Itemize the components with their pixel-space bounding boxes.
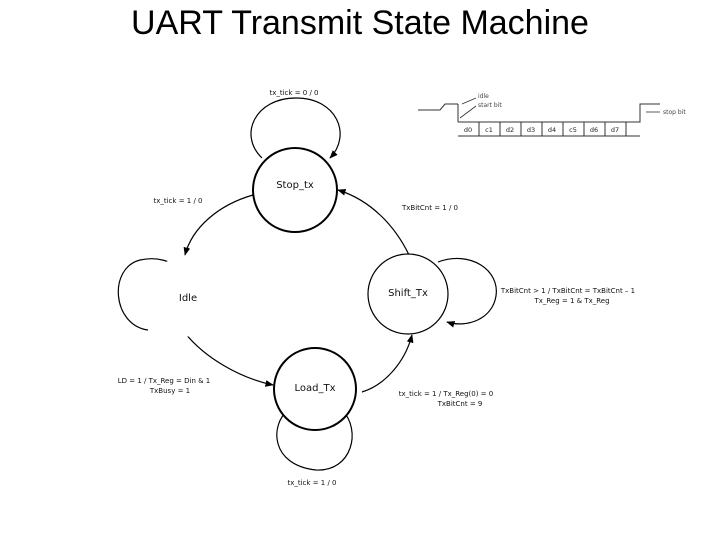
state-load-tx: Load_Tx [273,347,357,431]
label-load-self: tx_tick = 1 / 0 [287,479,336,487]
label-idle-to-load-1: LD = 1 / Tx_Reg = Din & 1 [118,377,211,385]
label-idle-to-load-2: TxBusy = 1 [149,387,190,395]
state-shift-tx: Shift_Tx [367,253,449,335]
uart-waveform: d0 c1 d2 d3 d4 c5 d6 d7 idle start bit s… [418,93,686,137]
waveform-bit-label: d3 [527,126,535,134]
stop-self-loop [250,97,341,159]
stop-to-idle-arrow [183,194,254,256]
label-shift-self-2: Tx_Reg = 1 & Tx_Reg [533,297,609,305]
waveform-frame-top [458,103,660,123]
load-self-loop [276,409,353,471]
state-idle-label: Idle [179,293,197,304]
waveform-idle-arrow [461,97,477,105]
state-shift-tx-circle [367,253,449,335]
waveform-bit-label: d4 [548,126,556,134]
label-stop-self: tx_tick = 0 / 0 [269,89,318,97]
waveform-start-label: start bit [478,102,502,109]
label-shift-to-stop: TxBitCnt = 1 / 0 [401,204,458,212]
diagram-title: UART Transmit State Machine [131,4,589,42]
state-load-tx-circle [273,347,357,431]
label-load-to-shift-2: TxBitCnt = 9 [437,400,483,408]
waveform-bit-label: d0 [464,126,472,134]
waveform-bit-label: d2 [506,126,514,134]
waveform-top-line [418,103,458,111]
waveform-start-arrow [459,105,477,119]
waveform-idle-label: idle [478,93,489,100]
load-to-shift-arrow [361,334,414,393]
shift-to-stop-arrow [337,189,411,258]
waveform-stop-label: stop bit [663,109,686,116]
waveform-bit-label: c1 [485,126,493,134]
idle-to-load-arrow [184,332,274,387]
waveform-bit-label: c5 [569,126,577,134]
state-shift-tx-label: Shift_Tx [388,288,428,299]
label-stop-to-idle: tx_tick = 1 / 0 [153,197,202,205]
state-stop-tx-circle [252,147,338,233]
state-load-tx-label: Load_Tx [294,383,335,394]
label-load-to-shift-1: tx_tick = 1 / Tx_Reg(0) = 0 [399,390,493,398]
state-idle-circle [147,255,229,337]
waveform-bit-label: d6 [590,126,598,134]
state-stop-tx: Stop_tx [252,147,338,233]
label-shift-self-1: TxBitCnt > 1 / TxBitCnt = TxBitCnt – 1 [500,287,635,295]
shift-self-loop [437,257,497,328]
waveform-bit-label: d7 [611,126,619,134]
state-stop-tx-label: Stop_tx [276,180,314,191]
state-idle: Idle [147,255,229,337]
